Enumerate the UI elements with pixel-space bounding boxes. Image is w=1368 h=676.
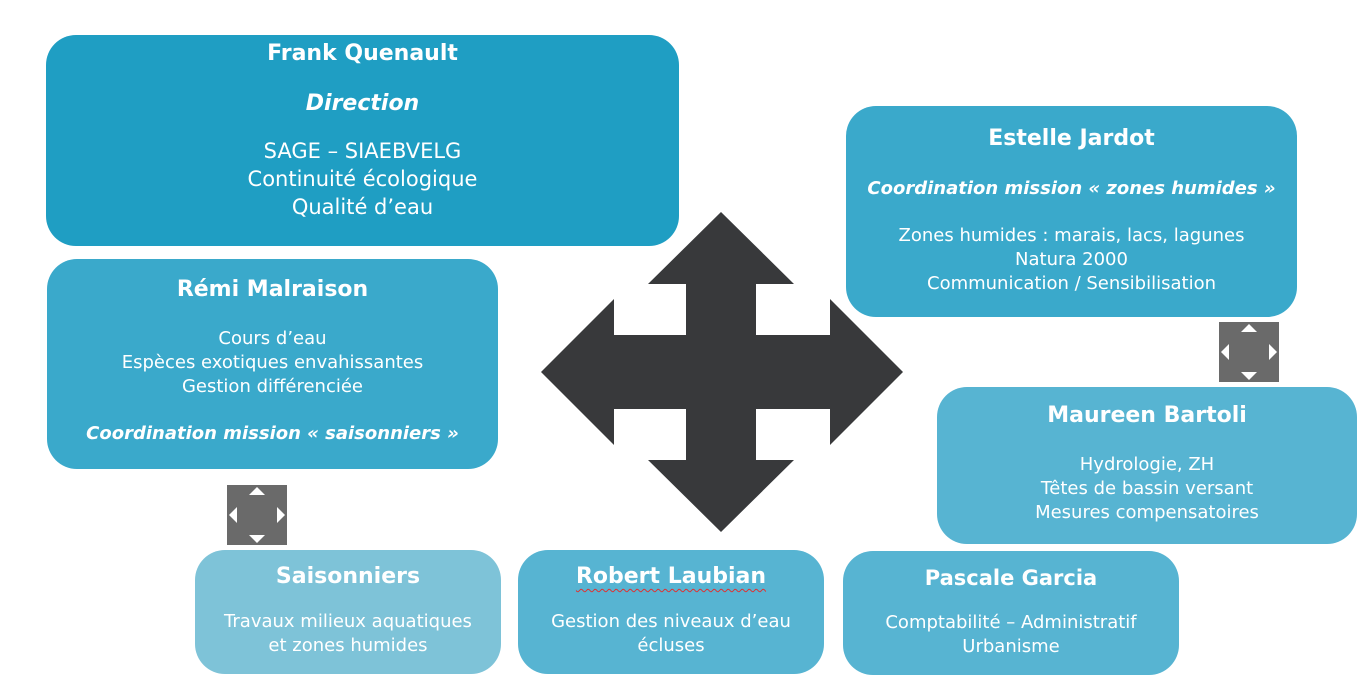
maureen-box: Maureen Bartoli Hydrologie, ZH Têtes de …: [937, 387, 1357, 544]
person-name: Pascale Garcia: [924, 566, 1098, 590]
mission-line: écluses: [637, 635, 705, 656]
mission-line: et zones humides: [268, 635, 428, 656]
mission-line: Cours d’eau: [218, 328, 327, 349]
person-name: Maureen Bartoli: [1047, 403, 1247, 428]
mission-line: SAGE – SIAEBVELG: [263, 139, 462, 163]
mission-line: Travaux milieux aquatiques: [224, 611, 472, 632]
person-role: Direction: [305, 91, 420, 116]
person-name-text: Robert Laubian: [575, 564, 767, 589]
person-name: Frank Quenault: [267, 41, 458, 66]
mission-line: Hydrologie, ZH: [1079, 454, 1215, 475]
remi-box: Rémi Malraison Cours d’eau Espèces exoti…: [47, 259, 498, 469]
mission-line: Espèces exotiques envahissantes: [121, 352, 424, 373]
mission-line: Comptabilité – Administratif: [885, 612, 1137, 633]
person-name: Estelle Jardot: [988, 126, 1155, 151]
mission-line: Urbanisme: [962, 636, 1060, 657]
mission-line: Natura 2000: [1015, 249, 1128, 270]
mission-line: Gestion des niveaux d’eau: [551, 611, 791, 632]
four-way-arrow-icon: [541, 212, 903, 532]
mission-line: Qualité d’eau: [291, 195, 434, 219]
person-name: Rémi Malraison: [176, 277, 369, 302]
person-role: Coordination mission « zones humides »: [867, 178, 1276, 199]
saisonniers-box: Saisonniers Travaux milieux aquatiques e…: [195, 550, 501, 674]
mission-line: Gestion différenciée: [181, 376, 364, 397]
mission-line: Zones humides : marais, lacs, lagunes: [898, 225, 1245, 246]
person-role: Coordination mission « saisonniers »: [86, 423, 459, 444]
estelle-box: Estelle Jardot Coordination mission « zo…: [846, 106, 1297, 317]
person-name: Saisonniers: [275, 564, 421, 589]
four-way-arrow-icon: [227, 485, 287, 545]
mission-line: Mesures compensatoires: [1035, 502, 1259, 523]
mission-line: Têtes de bassin versant: [1040, 478, 1254, 499]
person-name: Robert Laubian: [518, 562, 824, 592]
mission-line: Communication / Sensibilisation: [927, 273, 1216, 294]
robert-box: Robert Laubian Gestion des niveaux d’eau…: [518, 550, 824, 674]
pascale-box: Pascale Garcia Comptabilité – Administra…: [843, 551, 1179, 675]
direction-box: Frank Quenault Direction SAGE – SIAEBVEL…: [46, 35, 679, 246]
four-way-arrow-icon: [1219, 322, 1279, 382]
mission-line: Continuité écologique: [247, 167, 478, 191]
